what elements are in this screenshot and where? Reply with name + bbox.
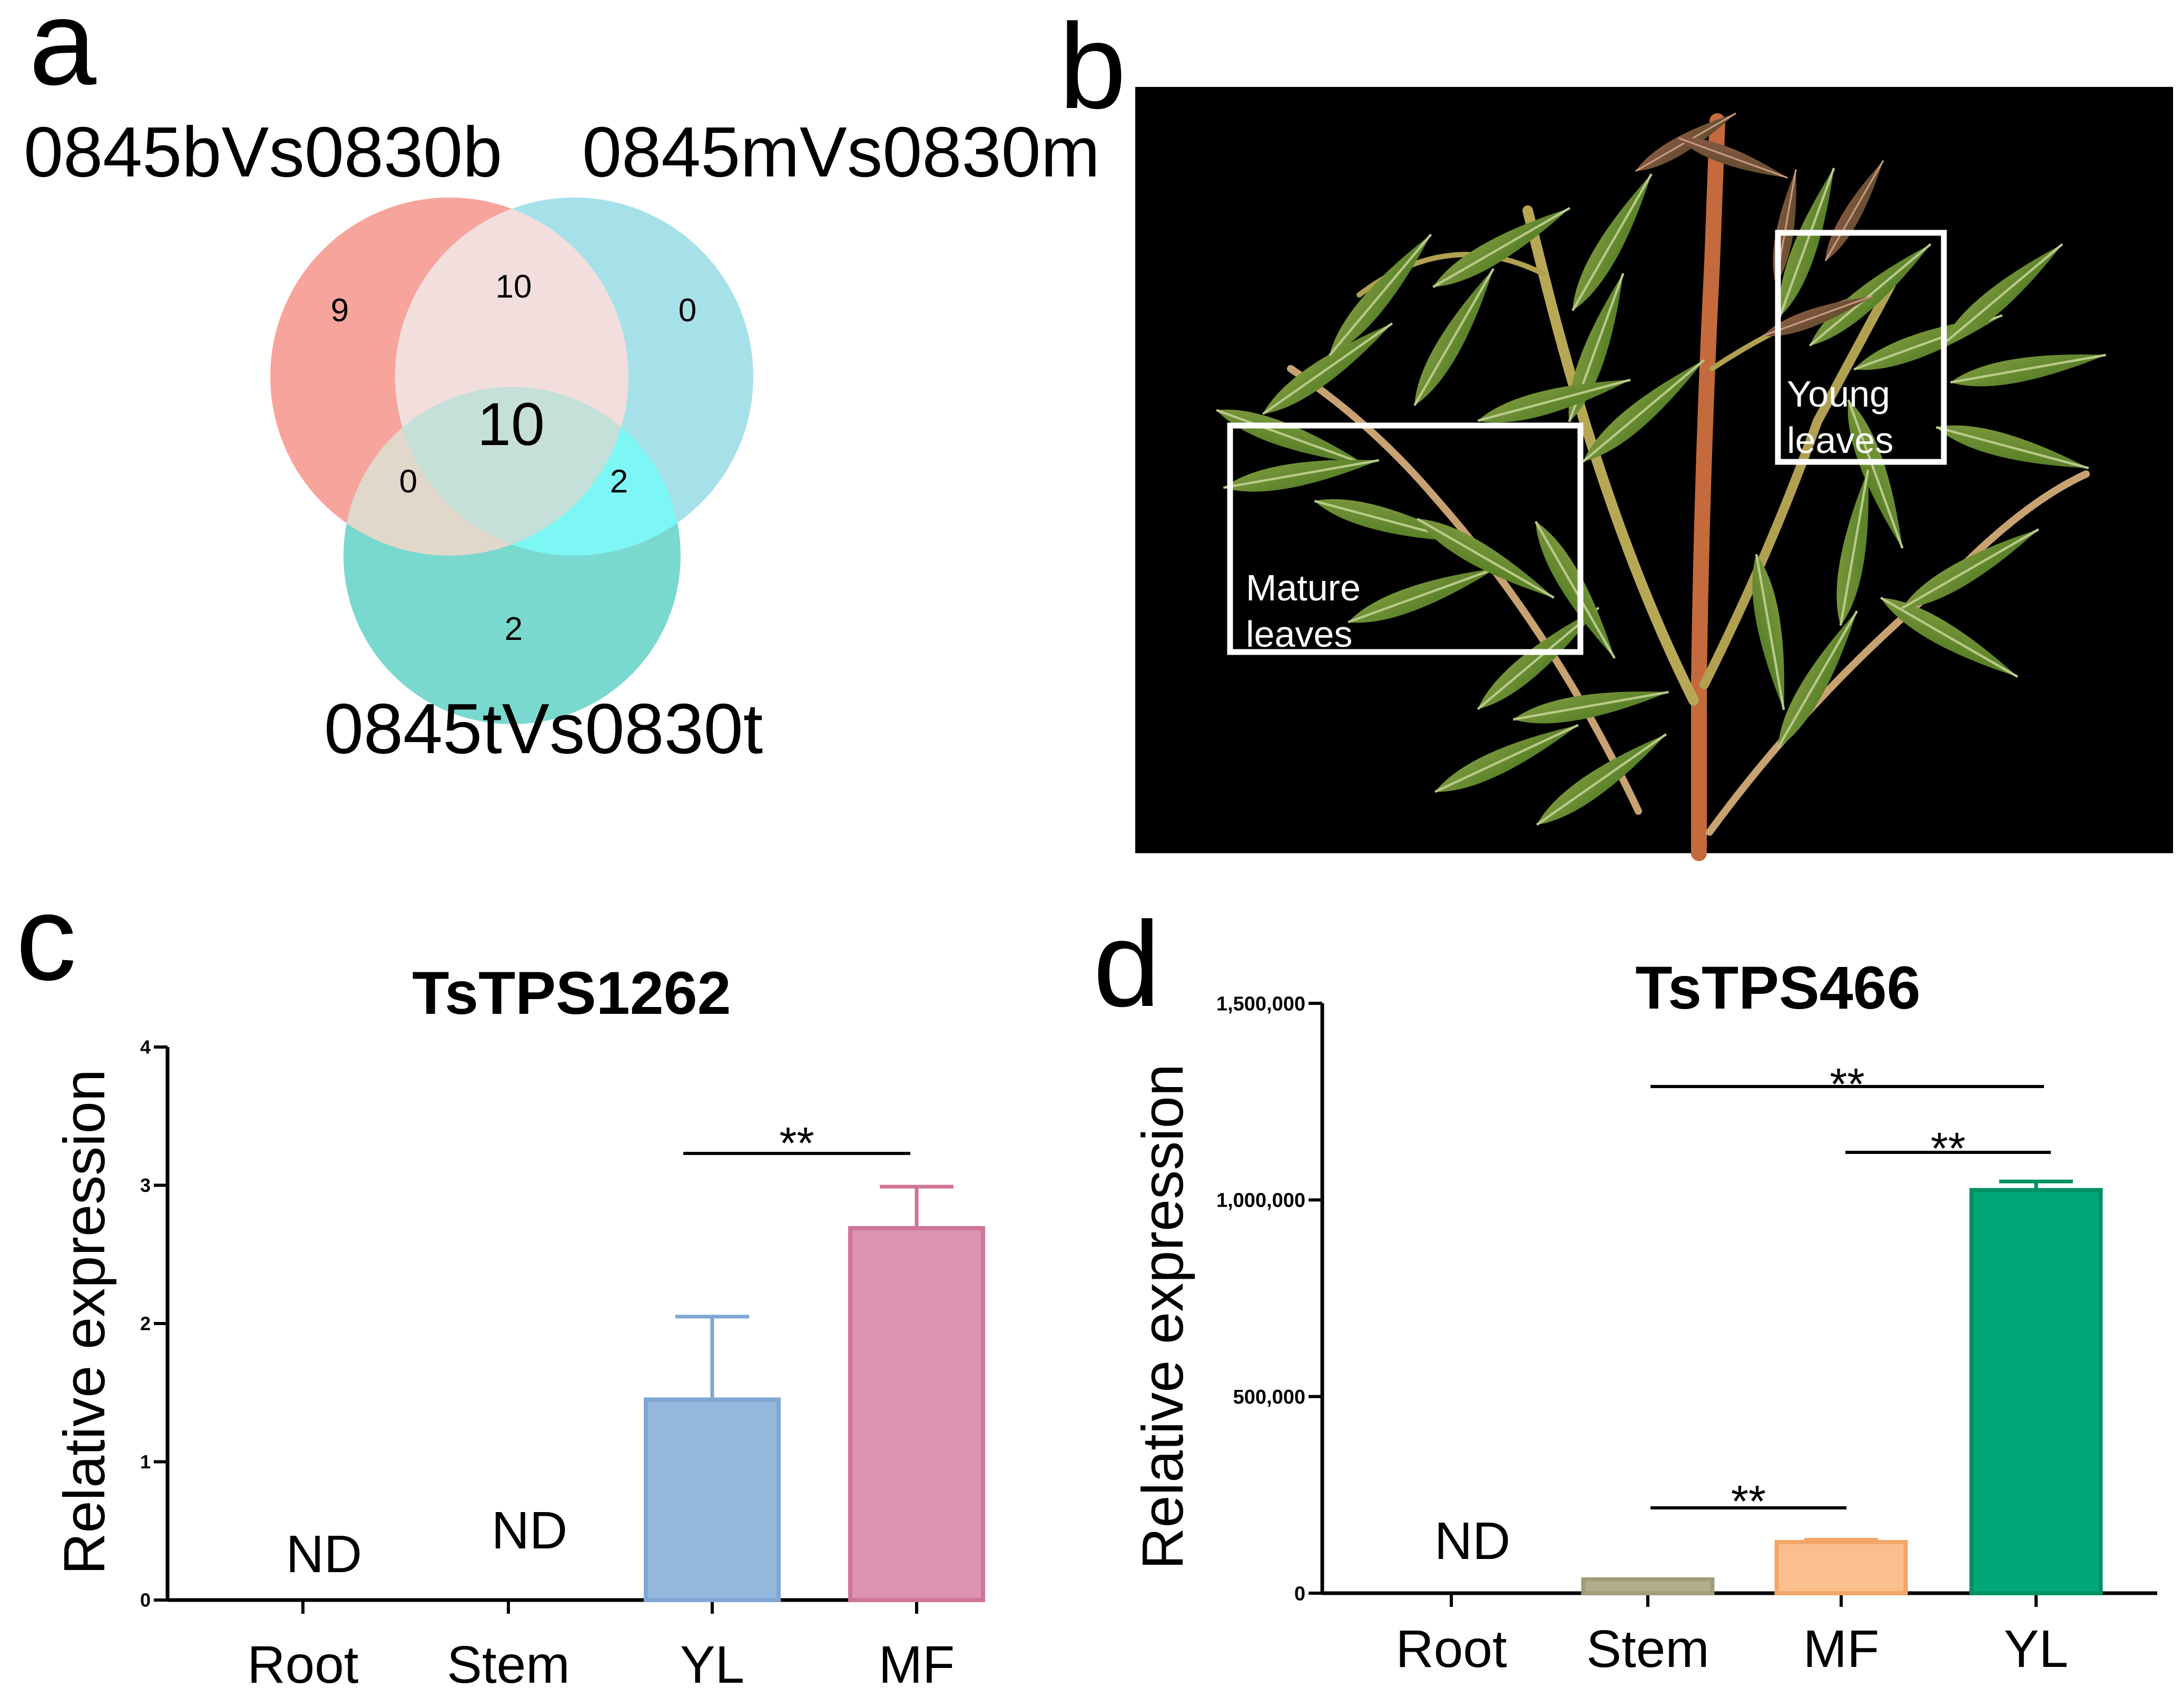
venn-count-b-only: 9 (331, 292, 349, 329)
chart-d-ytick-label: 500,000 (1233, 1386, 1305, 1408)
young-leaves-label-line2: leaves (1787, 420, 1893, 461)
panel-letter-d: d (1093, 896, 1161, 1032)
chart-c-title: TsTPS1262 (412, 960, 731, 1027)
chart-d-bar (1581, 1577, 1715, 1596)
plant-stems (1287, 113, 2090, 861)
chart-d-bar (1969, 1188, 2103, 1596)
chart-d-title: TsTPS466 (1635, 954, 1920, 1022)
mature-leaves-box (1227, 422, 1584, 655)
venn-overlap-b-m-t (395, 387, 628, 556)
venn-count-t-only: 2 (505, 611, 523, 647)
venn-set-label-m: 0845mVs0830m (582, 112, 1100, 192)
chart-c-ytick-label: 3 (140, 1174, 151, 1196)
chart-c-nd-label: ND (492, 1501, 567, 1560)
chart-c-ytick-label: 0 (140, 1589, 151, 1611)
venn-count-m-only: 0 (679, 292, 696, 329)
chart-c-category-label: YL (680, 1635, 744, 1694)
chart-c-ytick-label: 4 (140, 1036, 151, 1058)
chart-d-nd-label: ND (1434, 1512, 1510, 1571)
chart-c-bar (848, 1226, 985, 1602)
chart-d-ytick-label: 1,500,000 (1216, 993, 1305, 1015)
chart-d-ytick-label: 1,000,000 (1216, 1190, 1305, 1212)
venn-count-b-t: 0 (399, 463, 417, 500)
plant-photo: Young leaves Mature leaves (1135, 87, 2173, 861)
chart-d-significance-label: ** (1931, 1124, 1965, 1174)
chart-d-significance-label: ** (1830, 1060, 1864, 1110)
chart-d-ytick-label: 0 (1294, 1583, 1305, 1605)
chart-d-category-label: Stem (1586, 1620, 1709, 1679)
chart-d-category-label: YL (2004, 1620, 2068, 1679)
venn-count-m-t: 2 (610, 463, 628, 500)
venn-set-label-t: 0845tVs0830t (324, 689, 763, 768)
chart-tstps466: TsTPS466 Relative expression 0 500,000 1,0… (1131, 954, 2157, 1679)
chart-c-ytick-label: 1 (140, 1451, 151, 1473)
chart-c-category-label: Root (247, 1635, 358, 1694)
panel-letter-c: c (16, 870, 76, 1005)
venn-set-label-b: 0845bVs0830b (24, 112, 502, 192)
chart-d-category-label: MF (1803, 1620, 1879, 1679)
chart-c-significance-label: ** (779, 1119, 814, 1169)
chart-d-significance-label: ** (1731, 1477, 1766, 1527)
venn-count-b-m: 10 (496, 269, 532, 305)
chart-c-nd-label: ND (286, 1525, 362, 1584)
venn-diagram: 0845bVs0830b 0845mVs0830m 0845tVs0830t 9… (24, 112, 1100, 768)
venn-count-b-m-t: 10 (477, 391, 545, 458)
chart-c-ytick-label: 2 (140, 1313, 151, 1335)
mature-leaves-label-line2: leaves (1246, 614, 1352, 655)
chart-c-ylabel: Relative expression (52, 1069, 117, 1575)
panel-letter-b: b (1059, 0, 1126, 134)
chart-c-category-label: MF (879, 1635, 955, 1694)
chart-d-bar (1774, 1539, 1908, 1596)
chart-d-ylabel: Relative expression (1131, 1064, 1195, 1569)
young-leaves-box (1775, 230, 1947, 465)
chart-d-category-label: Root (1395, 1620, 1507, 1679)
chart-c-category-label: Stem (447, 1635, 569, 1694)
mature-leaves-label-line1: Mature (1246, 567, 1361, 608)
chart-c-bar (644, 1397, 781, 1602)
panel-letter-a: a (29, 0, 96, 110)
young-leaves-label-line1: Young (1787, 373, 1890, 414)
